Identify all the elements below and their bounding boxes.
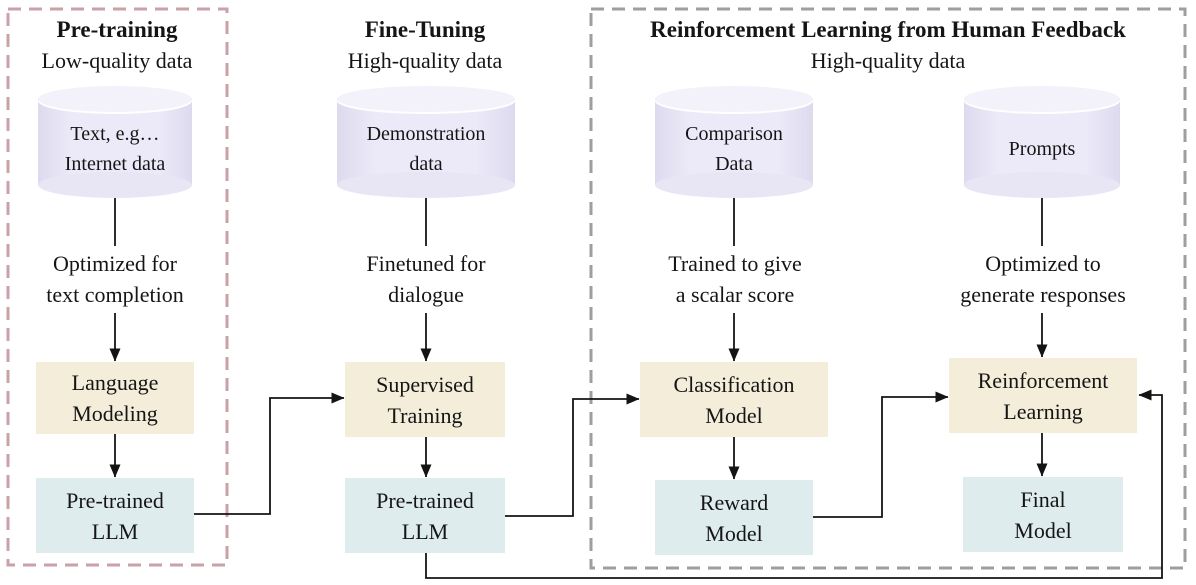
cylinder-label: Comparison Data xyxy=(685,123,783,175)
cylinder-label: Text, e.g… Internet data xyxy=(64,123,166,175)
section-title-rlhf: Reinforcement Learning from Human Feedba… xyxy=(650,17,1126,42)
cylinder-internet-data: Text, e.g… Internet data xyxy=(38,86,192,198)
section-title-pretraining: Pre-training xyxy=(56,17,178,42)
note-optimized-for-text-completion: Optimized for text completion xyxy=(46,251,184,307)
box-reinforcement-learning: Reinforcement Learning xyxy=(949,358,1137,433)
note-finetuned-for-dialogue: Finetuned for dialogue xyxy=(366,251,486,307)
cylinder-bottom xyxy=(38,172,192,198)
pretraining-section-border xyxy=(6,7,229,567)
section-header-rlhf: Reinforcement Learning from Human Feedba… xyxy=(592,14,1184,76)
arrow-reward-model-to-reinforcement-learning xyxy=(813,391,949,518)
rlhf-section-border xyxy=(589,7,1187,570)
cylinder-bottom xyxy=(964,172,1120,198)
box-language-modeling: Language Modeling xyxy=(36,362,194,434)
box-pretrained-llm-2: Pre-trained LLM xyxy=(345,478,505,553)
note-trained-to-give-scalar-score: Trained to give a scalar score xyxy=(668,251,802,307)
arrow-pretrained-llm2-to-classification-model xyxy=(505,393,640,517)
box-final-model: Final Model xyxy=(963,477,1123,552)
cylinder-bottom xyxy=(655,172,813,198)
cylinder-body xyxy=(38,99,192,185)
section-subtitle-rlhf: High-quality data xyxy=(810,48,966,73)
cylinder-top xyxy=(38,86,192,112)
cylinder-demonstration-data: Demonstration data xyxy=(337,86,515,198)
box-classification-model: Classification Model xyxy=(640,362,828,437)
cylinder-body xyxy=(655,99,813,185)
cylinder-top xyxy=(964,86,1120,112)
section-title-finetuning: Fine-Tuning xyxy=(364,17,486,42)
cylinder-body xyxy=(964,99,1120,185)
cylinder-top xyxy=(337,86,515,112)
box-pretrained-llm-1: Pre-trained LLM xyxy=(36,478,194,553)
cylinder-prompts: Prompts xyxy=(964,86,1120,198)
cylinder-top xyxy=(655,86,813,112)
box-reward-model: Reward Model xyxy=(655,480,813,555)
section-subtitle-pretraining: Low-quality data xyxy=(41,48,193,73)
cylinder-body xyxy=(337,99,515,185)
cylinder-comparison-data: Comparison Data xyxy=(655,86,813,198)
section-header-finetuning: Fine-Tuning High-quality data xyxy=(325,14,525,76)
cylinder-bottom xyxy=(337,172,515,198)
cylinder-label: Prompts xyxy=(1008,138,1076,160)
note-optimized-to-generate-responses: Optimized to generate responses xyxy=(960,251,1126,307)
section-subtitle-finetuning: High-quality data xyxy=(347,48,503,73)
arrow-pretrained-llm1-to-supervised-training xyxy=(194,392,345,515)
cylinder-label: Demonstration data xyxy=(366,123,486,175)
box-supervised-training: Supervised Training xyxy=(345,362,505,437)
section-header-pretraining: Pre-training Low-quality data xyxy=(7,14,227,76)
arrow-pretrained-llm2-bottom-loop-to-reinforcement-learning xyxy=(425,389,1163,579)
